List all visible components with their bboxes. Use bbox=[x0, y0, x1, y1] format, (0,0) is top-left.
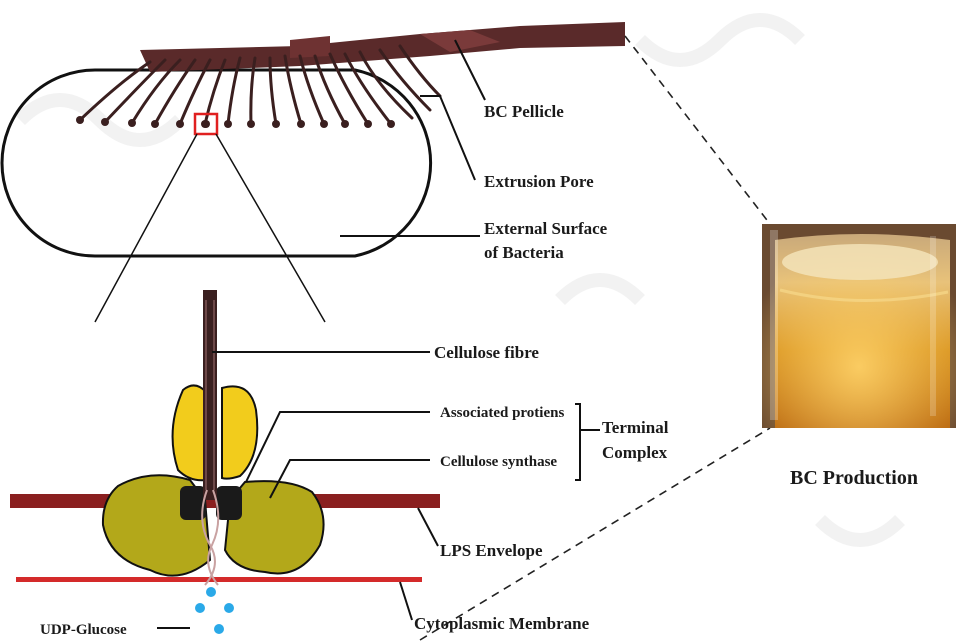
label-bc-production: BC Production bbox=[790, 467, 918, 489]
label-cellulose-synthase: Cellulose synthase bbox=[440, 454, 557, 470]
label-extrusion-pore: Extrusion Pore bbox=[484, 172, 594, 191]
label-associated-proteins: Associated protiens bbox=[440, 405, 564, 421]
label-udp-glucose: UDP-Glucose bbox=[40, 622, 127, 638]
label-cellulose-fibre: Cellulose fibre bbox=[434, 343, 539, 362]
label-cytoplasmic-membrane: Cytoplasmic Membrane bbox=[414, 614, 590, 633]
bc-pellicle bbox=[140, 22, 625, 72]
label-external-surface-2: of Bacteria bbox=[484, 243, 564, 262]
label-lps-envelope: LPS Envelope bbox=[440, 541, 543, 560]
top-leader-lines bbox=[340, 40, 485, 236]
label-complex: Complex bbox=[602, 443, 668, 462]
udp-glucose-dots bbox=[195, 587, 234, 634]
bc-production-photo bbox=[762, 224, 956, 428]
label-bc-pellicle: BC Pellicle bbox=[484, 102, 564, 121]
label-external-surface-1: External Surface bbox=[484, 219, 608, 238]
extrusion-pores bbox=[76, 116, 395, 128]
cytoplasmic-membrane-line bbox=[16, 577, 422, 582]
label-terminal: Terminal bbox=[602, 418, 669, 437]
